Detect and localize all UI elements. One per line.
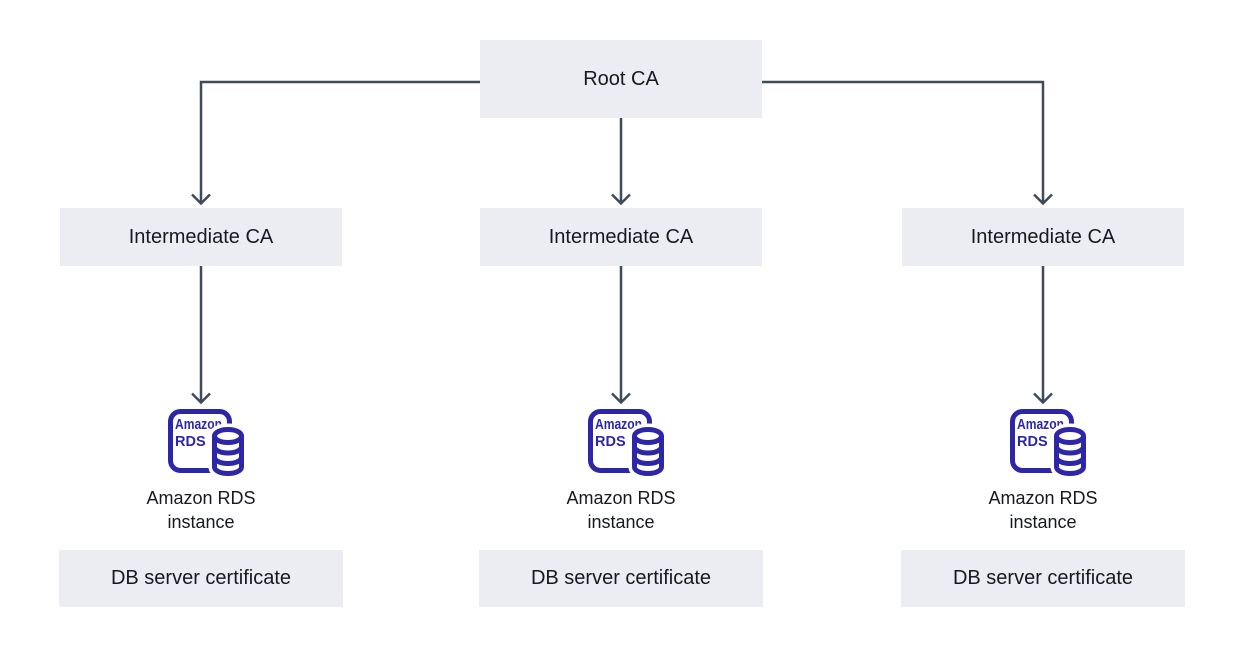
root-ca-box: Root CA [480,40,762,118]
rds-icon-text-line2: RDS [175,434,206,450]
db-server-certificate-label: DB server certificate [110,567,292,589]
db-server-certificate-box-right: DB server certificate [901,550,1185,607]
intermediate-ca-box-left: Intermediate CA [60,208,342,266]
intermediate-ca-label: Intermediate CA [548,225,694,248]
db-server-certificate-box-left: DB server certificate [59,550,343,607]
rds-instance-caption: Amazon RDS instance [146,488,256,533]
intermediate-ca-label: Intermediate CA [970,225,1116,248]
connector-intermediate-to-rds-left [191,266,211,405]
connector-root-to-intermediate-left [191,80,480,206]
intermediate-ca-box-right: Intermediate CA [902,208,1184,266]
database-cylinder-icon [628,423,668,480]
intermediate-ca-label: Intermediate CA [128,225,274,248]
rds-icon-text-line1: Amazon [175,417,222,433]
rds-icon-text-line2: RDS [595,434,626,450]
database-cylinder-icon [1050,423,1090,480]
amazon-rds-icon: Amazon RDS [168,409,248,480]
rds-icon-text-line2: RDS [1017,434,1048,450]
database-cylinder-icon [208,423,248,480]
intermediate-ca-box-middle: Intermediate CA [480,208,762,266]
connector-root-to-intermediate-middle [611,118,631,206]
db-server-certificate-label: DB server certificate [530,567,712,589]
root-ca-label: Root CA [583,67,659,90]
db-server-certificate-label: DB server certificate [952,567,1134,589]
amazon-rds-icon: Amazon RDS [1010,409,1090,480]
connector-intermediate-to-rds-middle [611,266,631,405]
connector-intermediate-to-rds-right [1033,266,1053,405]
db-server-certificate-box-middle: DB server certificate [479,550,763,607]
amazon-rds-icon: Amazon RDS [588,409,668,480]
rds-instance-caption: Amazon RDS instance [988,488,1098,533]
rds-instance-caption: Amazon RDS instance [566,488,676,533]
rds-icon-text-line1: Amazon [1017,417,1064,433]
connector-root-to-intermediate-right [762,80,1053,206]
rds-icon-text-line1: Amazon [595,417,642,433]
